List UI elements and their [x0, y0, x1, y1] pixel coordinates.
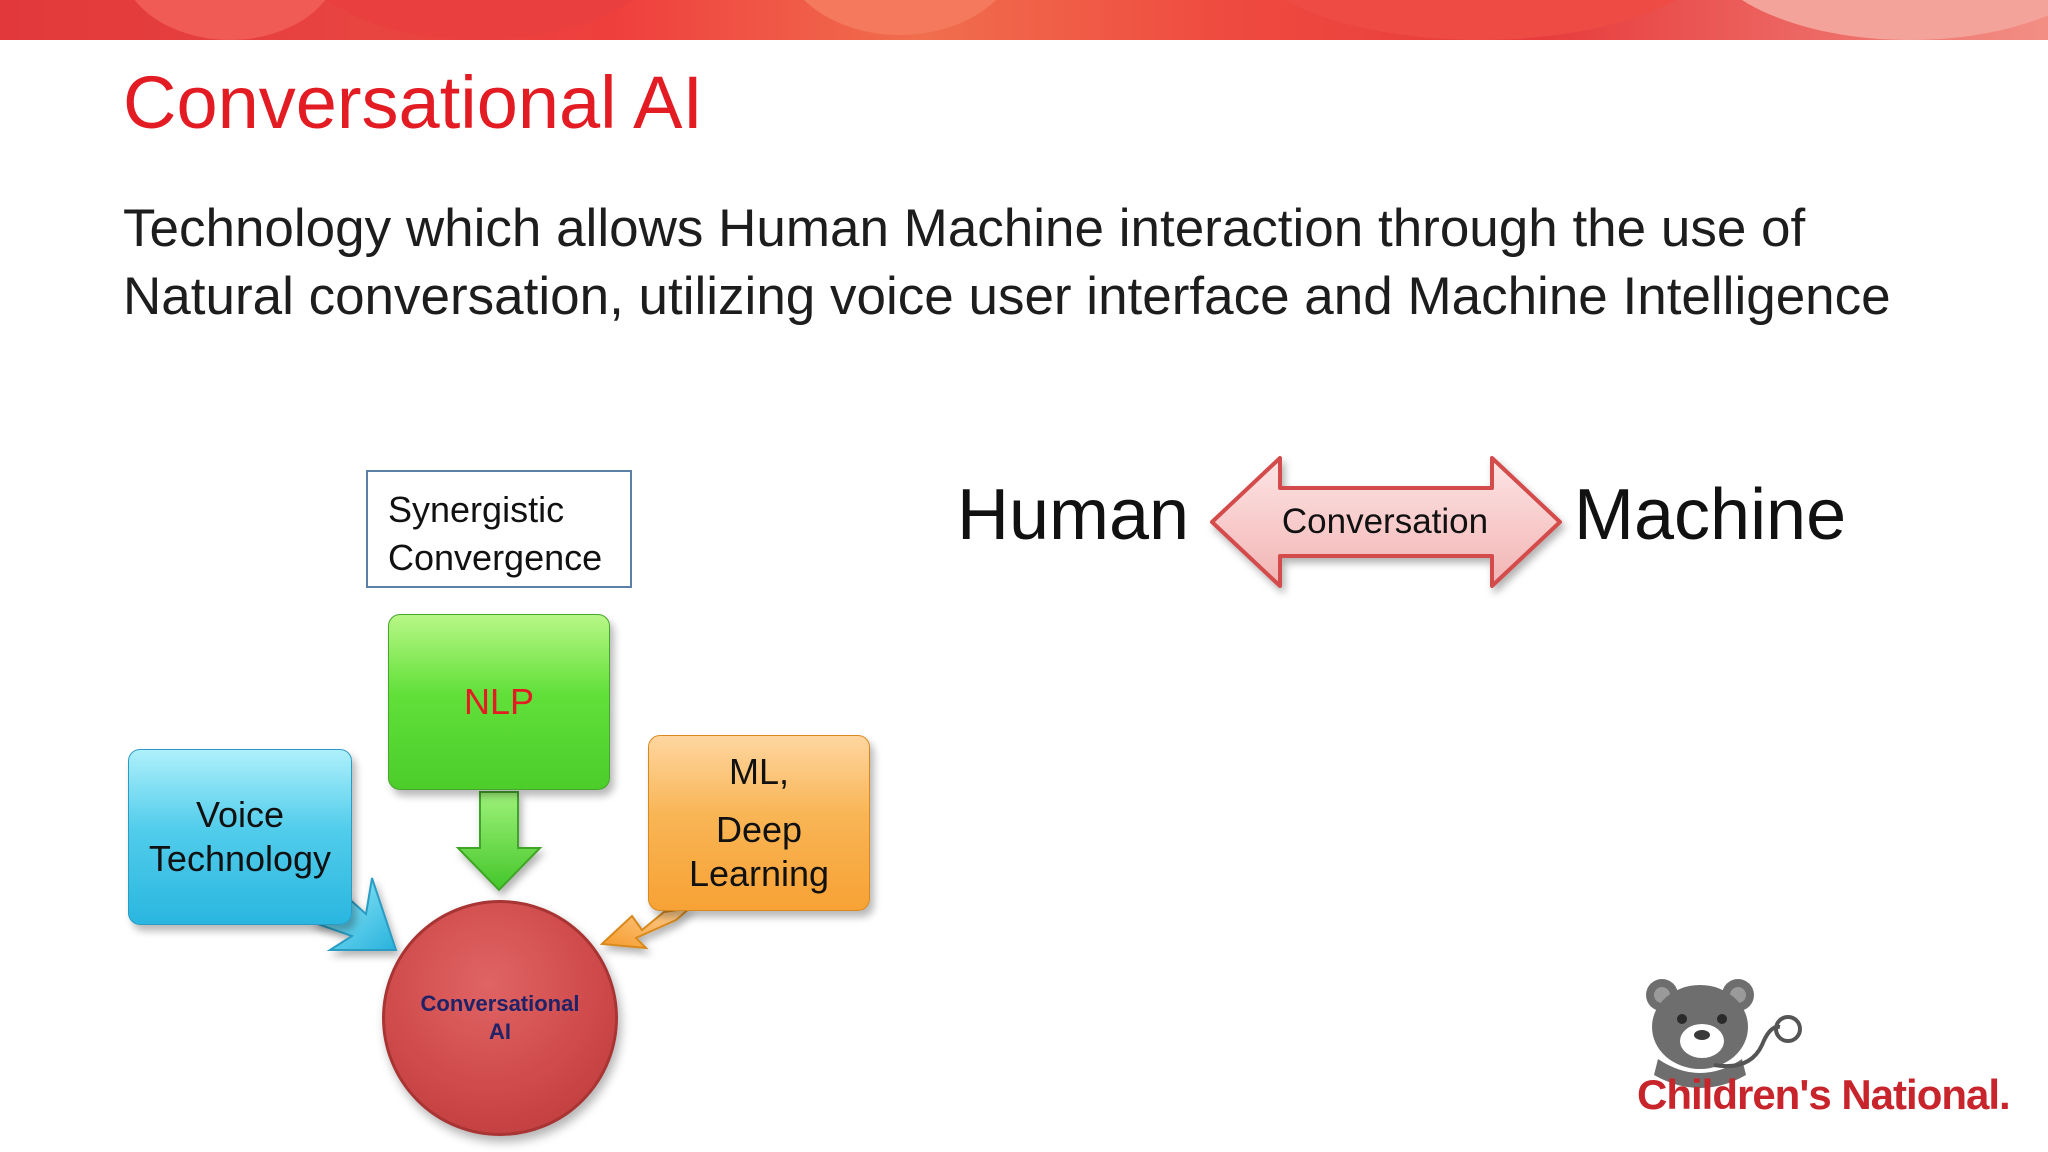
ml-arrow	[599, 906, 694, 950]
top-banner	[0, 0, 2048, 40]
body-text-line: Technology which allows Human Machine in…	[123, 199, 1806, 258]
slide-title: Conversational AI	[123, 61, 704, 144]
core-line: Conversational	[420, 991, 580, 1016]
voice-line: Technology	[148, 838, 332, 879]
synergistic-convergence-label: Synergistic Convergence	[366, 470, 632, 588]
ml-line: Learning	[688, 853, 830, 894]
ml-line: ML,	[728, 751, 789, 792]
childrens-national-logo-text: Children's National.	[1637, 1071, 2011, 1118]
human-label: Human	[957, 475, 1190, 555]
machine-label: Machine	[1574, 475, 1847, 555]
ml-deep-learning-block: ML, Deep Learning	[648, 735, 870, 911]
synergy-line: Synergistic	[388, 489, 565, 530]
conversational-ai-circle: Conversational AI	[382, 900, 618, 1136]
conversation-label: Conversation	[1281, 502, 1489, 541]
nlp-block: NLP	[388, 614, 610, 790]
body-text-line: Natural conversation, utilizing voice us…	[123, 267, 1891, 326]
nlp-label: NLP	[463, 681, 535, 722]
bear-logo-icon	[1646, 979, 1802, 1088]
voice-line: Voice	[195, 794, 285, 835]
ml-line: Deep	[715, 809, 803, 850]
core-line: AI	[489, 1019, 511, 1044]
nlp-down-arrow	[455, 791, 543, 892]
voice-technology-block: Voice Technology	[128, 749, 352, 925]
synergy-line: Convergence	[388, 537, 603, 578]
